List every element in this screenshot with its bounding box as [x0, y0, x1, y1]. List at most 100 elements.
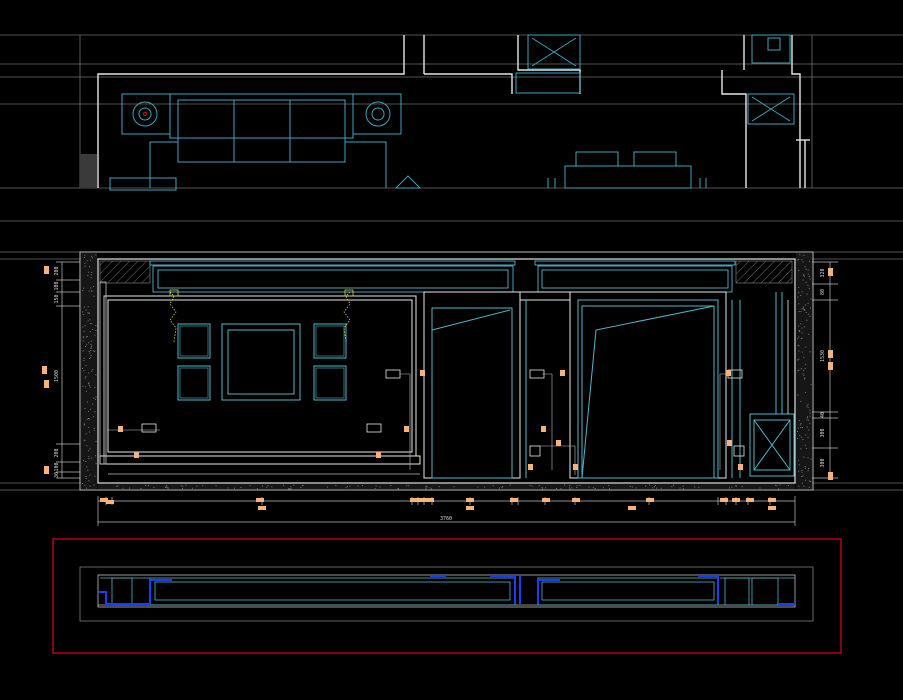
- speckle: [82, 483, 84, 484]
- speckle: [802, 261, 804, 263]
- speckle: [810, 458, 812, 460]
- elevation-tag: [134, 452, 139, 458]
- speckle: [807, 457, 809, 459]
- speckle: [93, 484, 95, 486]
- speckle: [122, 487, 124, 489]
- speckle: [90, 346, 92, 348]
- speckle: [82, 385, 84, 387]
- speckle: [83, 370, 85, 372]
- speckle: [91, 271, 93, 273]
- speckle: [805, 434, 807, 436]
- speckle: [86, 401, 88, 403]
- speckle: [92, 369, 94, 371]
- speckle: [88, 450, 90, 452]
- speckle: [501, 487, 503, 489]
- speckle: [267, 485, 269, 487]
- section-blue-profiles: [98, 575, 795, 605]
- speckle: [89, 485, 91, 487]
- speckle: [802, 373, 804, 375]
- speckle: [797, 394, 799, 396]
- speckle: [798, 311, 800, 313]
- speckle: [808, 260, 810, 262]
- wall-sconces: [169, 289, 354, 343]
- speckle: [375, 485, 377, 487]
- speckle: [805, 312, 807, 313]
- wall-art: [177, 323, 347, 401]
- speckle: [90, 408, 92, 410]
- speckle: [801, 476, 803, 477]
- speckle: [166, 485, 168, 487]
- speckle: [809, 278, 811, 280]
- speckle: [83, 423, 85, 425]
- speckle: [85, 477, 87, 479]
- dimension-tag: [768, 506, 776, 510]
- speckle: [808, 288, 810, 290]
- elevation-tag: [726, 370, 731, 376]
- speckle: [91, 370, 93, 372]
- speckle: [804, 378, 805, 380]
- speckle: [91, 291, 93, 292]
- dimension-tag: [732, 498, 740, 502]
- speckle: [425, 486, 427, 488]
- right-dimension-label: 1530: [820, 350, 826, 362]
- speckle: [83, 424, 85, 426]
- speckle: [91, 255, 93, 257]
- plan-walls: [97, 35, 810, 188]
- speckle: [94, 398, 96, 400]
- speckle: [116, 485, 118, 487]
- speckle: [798, 459, 800, 461]
- speckle: [290, 486, 292, 488]
- speckle: [293, 484, 295, 486]
- speckle: [800, 427, 802, 429]
- speckle: [803, 456, 805, 458]
- speckle: [656, 487, 658, 489]
- speckle: [803, 326, 805, 328]
- speckle: [82, 337, 84, 339]
- dimension-tag: [418, 498, 426, 502]
- elevation-tag: [541, 426, 546, 432]
- speckle: [541, 488, 543, 490]
- speckle: [91, 257, 93, 259]
- speckle: [804, 444, 806, 446]
- right-dimension-label: 300: [820, 428, 826, 437]
- speckle: [85, 460, 87, 462]
- speckle: [801, 332, 803, 334]
- speckle: [803, 374, 805, 376]
- speckle: [84, 265, 86, 267]
- speckle: [89, 418, 90, 420]
- speckle: [94, 387, 96, 388]
- speckle: [92, 416, 94, 418]
- dimension-tag: [426, 498, 434, 502]
- speckle: [803, 308, 805, 310]
- speckle: [797, 359, 798, 361]
- speckle: [545, 487, 547, 489]
- right-dimension-label: 80: [820, 289, 826, 295]
- elevation-tag: [118, 426, 123, 432]
- speckle: [196, 485, 198, 487]
- speckle: [806, 319, 808, 321]
- switches: [141, 369, 745, 457]
- concrete-speckles: [82, 254, 812, 490]
- speckle: [86, 344, 88, 346]
- speckle: [406, 485, 408, 487]
- speckle: [95, 455, 96, 457]
- left-dimension-label: 100: [54, 281, 60, 290]
- speckle: [629, 485, 631, 487]
- speckle: [88, 410, 90, 412]
- elevation-inner: [97, 258, 796, 484]
- speckle: [735, 485, 737, 486]
- left-dimension-label: 30: [54, 472, 60, 478]
- speckle: [89, 319, 91, 321]
- column-fill: [80, 154, 97, 188]
- speckle: [588, 486, 590, 488]
- speckle: [95, 254, 97, 256]
- speckle: [93, 429, 95, 431]
- dimension-tag: [768, 498, 776, 502]
- speckle: [808, 429, 810, 431]
- speckle: [87, 312, 89, 314]
- speckle: [425, 485, 427, 487]
- speckle: [438, 486, 440, 488]
- speckle: [531, 485, 533, 487]
- speckle: [801, 351, 803, 353]
